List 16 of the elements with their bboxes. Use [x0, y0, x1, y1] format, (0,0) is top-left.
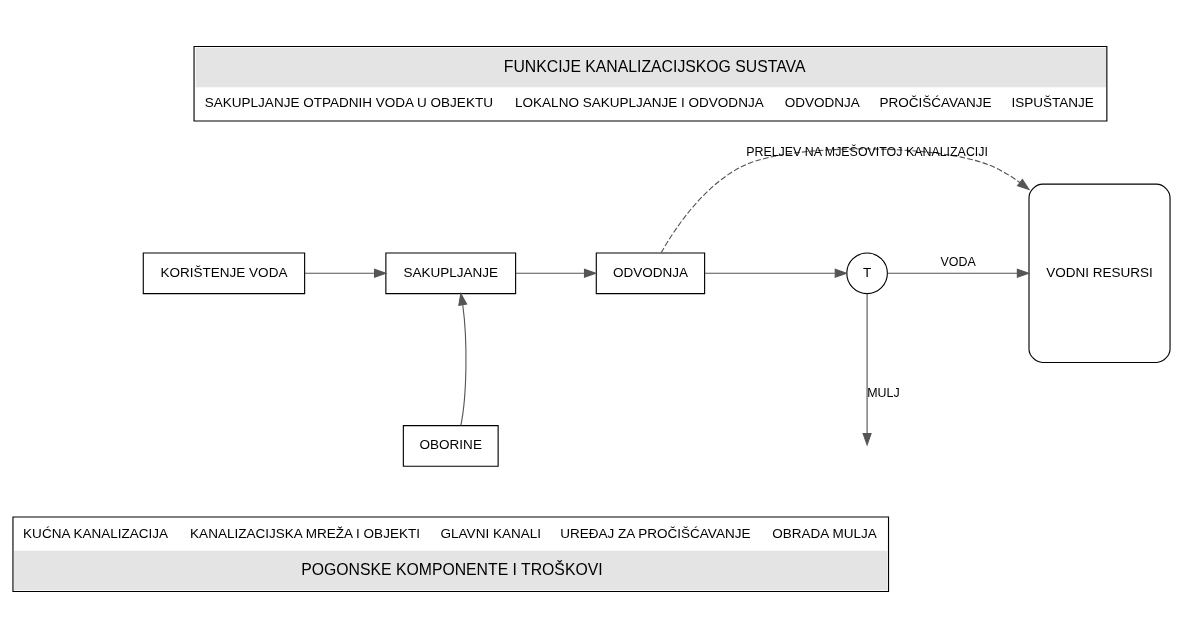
node-box: KORIŠTENJE VODA	[142, 251, 306, 294]
node-box: OBORINE	[402, 424, 499, 467]
arrow	[862, 292, 872, 446]
arrow	[458, 291, 468, 426]
node-box: SAKUPLJANJE	[385, 251, 517, 294]
arrow	[304, 268, 388, 278]
arrow	[515, 268, 598, 278]
arrow	[887, 268, 1031, 278]
node-circle: T	[846, 251, 888, 294]
node-box: VODNI RESURSI	[1028, 183, 1171, 363]
node-box: ODVODNJA	[595, 251, 706, 294]
edge-label: MULJ	[867, 385, 900, 400]
arrow	[704, 268, 849, 278]
arrow	[660, 147, 1031, 253]
edge-label: VODA	[940, 254, 976, 269]
edge-label: PRELJEV NA MJEŠOVITOJ KANALIZACIJI	[746, 144, 988, 159]
